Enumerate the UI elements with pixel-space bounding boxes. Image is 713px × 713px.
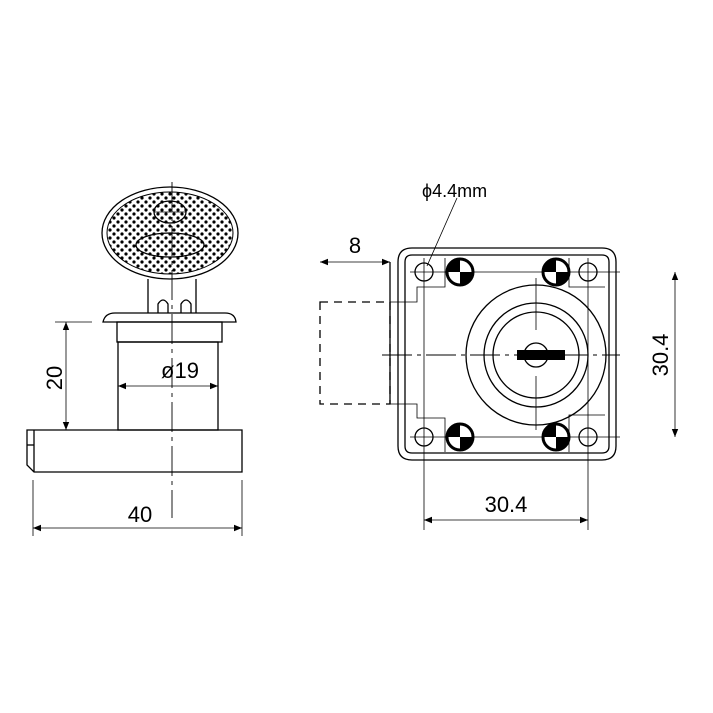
dimension-width: 40: [32, 480, 243, 536]
cylinder-face: [382, 278, 620, 430]
key-head: [101, 186, 239, 280]
vertical-spacing-label: 30.4: [648, 334, 673, 377]
dimension-diameter: ø19: [118, 358, 218, 390]
horizontal-spacing-label: 30.4: [485, 492, 528, 517]
lock-plate: [389, 247, 617, 461]
key-stem: [147, 279, 197, 313]
lock-base: [26, 429, 243, 473]
dimension-height: 20: [42, 321, 92, 430]
width-dim-label: 40: [128, 502, 152, 527]
mounting-holes: [410, 258, 620, 530]
hole-diameter-label: ϕ4.4mm: [422, 181, 487, 201]
side-view: 20 ø19 40: [26, 182, 243, 536]
height-dim-label: 20: [42, 366, 67, 390]
dimension-bolt: 8: [320, 233, 390, 266]
bolt-dim-label: 8: [349, 233, 361, 258]
dimension-horizontal-spacing: 30.4: [424, 492, 588, 524]
center-marks: [445, 257, 571, 452]
front-view: 8 ϕ4.4mm 30.4 30.4: [319, 181, 679, 530]
hole-callout: ϕ4.4mm: [422, 181, 487, 267]
bolt-outline: [319, 301, 391, 405]
dimension-vertical-spacing: 30.4: [648, 272, 679, 437]
diameter-dim-label: ø19: [161, 358, 199, 383]
